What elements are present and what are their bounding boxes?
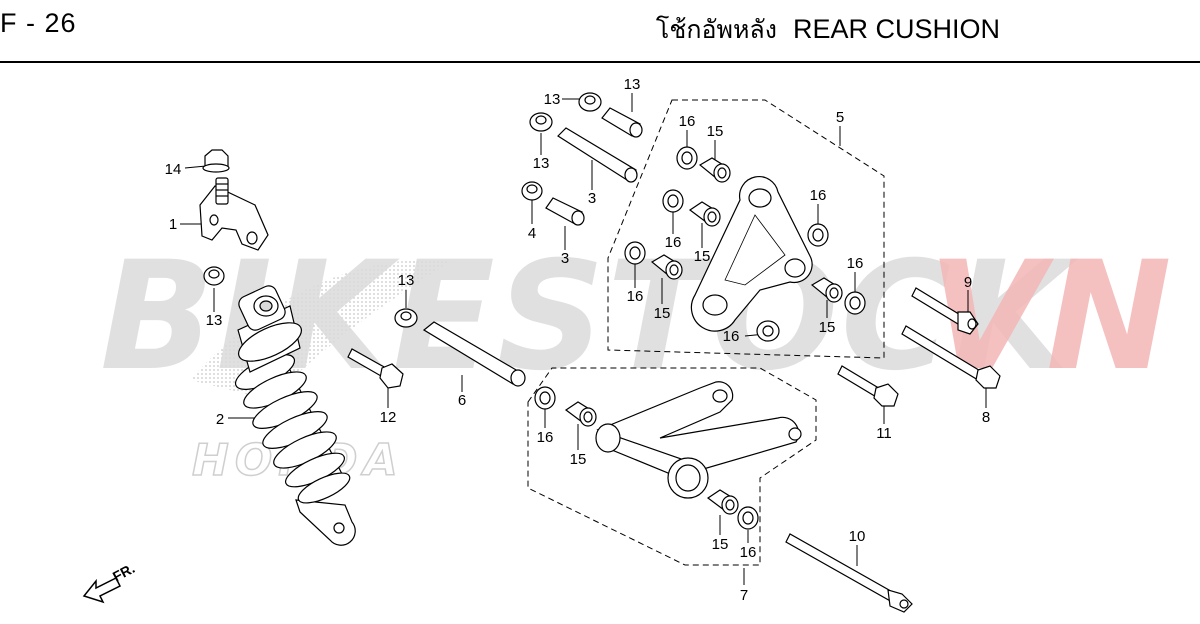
collar-13d — [529, 112, 553, 132]
dust-seal-16e — [844, 291, 866, 315]
needle-bearing-15a — [698, 157, 731, 183]
pipe-6 — [422, 321, 526, 387]
callout-15: 15 — [712, 536, 729, 553]
needle-bearing-15c — [650, 254, 683, 280]
dust-seal-16c — [624, 241, 646, 265]
callout-13: 13 — [398, 272, 415, 289]
cushion-link-5 — [690, 176, 813, 332]
collar-13c — [578, 92, 602, 112]
bolt-9 — [911, 287, 979, 335]
collar-13a — [203, 266, 225, 286]
bushing-3a — [601, 107, 643, 138]
callout-13: 13 — [544, 91, 561, 108]
callout-14: 14 — [165, 161, 182, 178]
needle-bearing-15d — [810, 277, 843, 303]
front-direction-arrow: FR. — [82, 560, 137, 604]
callout-3: 13 — [624, 76, 641, 93]
title-thai: โช้กอัพหลัง — [655, 15, 777, 44]
callout-13: 13 — [206, 312, 223, 329]
leader-14 — [184, 165, 207, 169]
dust-seal-16h — [737, 506, 759, 530]
cushion-arm-7 — [595, 381, 802, 499]
bolt-8 — [901, 325, 1001, 389]
header-divider — [0, 61, 1200, 63]
callout-3: 3 — [561, 250, 569, 267]
callout-13: 4 — [528, 225, 536, 242]
callout-15: 15 — [694, 248, 711, 265]
rear-shock-absorber — [234, 285, 356, 546]
bolt-10 — [785, 533, 913, 613]
dust-seal-16g — [534, 386, 556, 410]
link-assembly-box — [607, 99, 885, 359]
bushing-3b — [545, 197, 585, 226]
callout-5: 5 — [836, 109, 844, 126]
bolt-12 — [347, 348, 404, 389]
callout-1: 1 — [169, 216, 177, 233]
needle-bearing-15e — [564, 401, 597, 427]
callout-4: 3 — [588, 190, 596, 207]
dust-seal-16a — [676, 146, 698, 170]
dust-seal-16d — [807, 223, 829, 247]
page-title: โช้กอัพหลัง REAR CUSHION — [656, 10, 1000, 50]
callout-16: 16 — [810, 187, 827, 204]
callout-13: 13 — [533, 155, 550, 172]
callout-16: 16 — [723, 328, 740, 345]
callout-15: 15 — [570, 451, 587, 468]
upper-mount-bracket — [199, 177, 269, 251]
callout-12: 12 — [380, 409, 397, 426]
dust-seal-16f — [756, 320, 780, 342]
callout-16: 16 — [627, 288, 644, 305]
collar-13e — [521, 181, 543, 201]
page-id: F - 26 — [0, 8, 77, 38]
needle-bearing-15b — [688, 201, 721, 227]
bolt-11 — [837, 365, 899, 407]
needle-bearing-15f — [706, 489, 739, 515]
callout-2: 2 — [216, 411, 224, 428]
callout-16: 16 — [679, 113, 696, 130]
callout-16: 16 — [537, 429, 554, 446]
flange-nut-14 — [202, 149, 230, 173]
callout-16: 16 — [665, 234, 682, 251]
arm-assembly-box — [527, 367, 817, 566]
callout-10: 10 — [849, 528, 866, 545]
callout-11: 11 — [876, 425, 892, 442]
page-header: F - 26 โช้กอัพหลัง REAR CUSHION — [0, 0, 1200, 63]
pipe-4 — [557, 127, 638, 183]
callout-8: 8 — [982, 409, 990, 426]
callout-7: 7 — [740, 587, 748, 604]
dust-seal-16b — [662, 189, 684, 213]
callout-6: 6 — [458, 392, 466, 409]
callout-15: 15 — [654, 305, 671, 322]
title-english: REAR CUSHION — [792, 14, 1000, 44]
callout-16: 16 — [740, 544, 757, 561]
callout-15: 15 — [707, 123, 724, 140]
collar-13b — [394, 308, 418, 328]
callout-16: 16 — [847, 255, 864, 272]
callout-9: 9 — [964, 274, 972, 291]
callout-15: 15 — [819, 319, 836, 336]
